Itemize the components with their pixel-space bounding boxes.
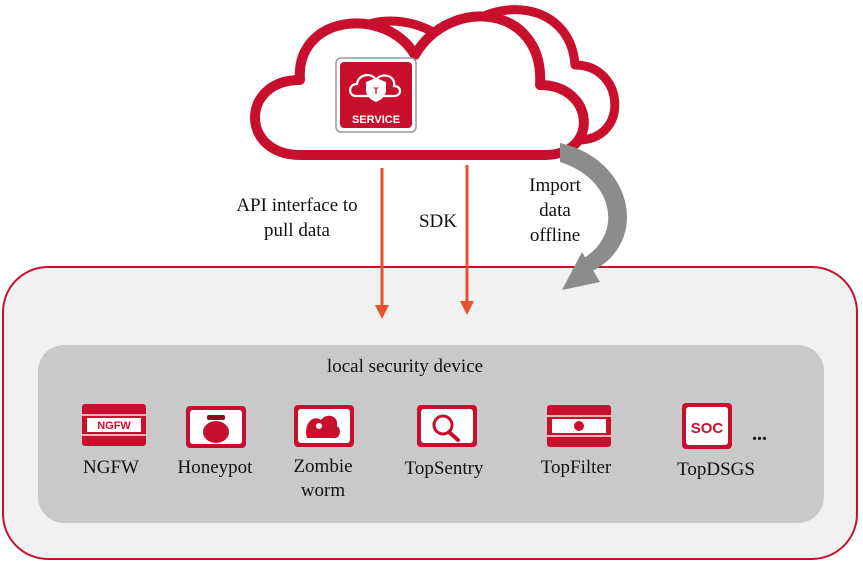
svg-text:SOC: SOC bbox=[691, 420, 724, 437]
ngfw-icon: NGFW bbox=[82, 404, 146, 446]
more-devices-ellipsis: ... bbox=[752, 423, 767, 445]
device-label-ngfw: NGFW bbox=[83, 457, 139, 478]
sdk-label: SDK bbox=[418, 211, 457, 232]
svg-text:T: T bbox=[373, 86, 379, 96]
topsentry-icon bbox=[417, 405, 477, 447]
device-label-zombie-worm: Zombie worm bbox=[293, 456, 353, 501]
topfilter-icon bbox=[547, 405, 611, 447]
honeypot-icon bbox=[186, 406, 246, 448]
device-label-topsentry: TopSentry bbox=[404, 458, 484, 479]
device-label-topdsgs: TopDSGS bbox=[677, 459, 755, 480]
device-label-topfilter: TopFilter bbox=[540, 457, 612, 478]
api-interface-label: API interface to pull data bbox=[236, 195, 358, 241]
import-offline-arrow bbox=[560, 143, 628, 290]
topdsgs-icon: SOC bbox=[682, 403, 732, 449]
svg-text:NGFW: NGFW bbox=[97, 420, 131, 432]
service-badge: T SERVICE bbox=[335, 57, 417, 133]
service-label: SERVICE bbox=[352, 114, 400, 126]
device-label-honeypot: Honeypot bbox=[177, 457, 253, 478]
zombie-worm-icon bbox=[294, 405, 354, 447]
panel-title: local security device bbox=[326, 356, 484, 377]
import-offline-label: Import data offline bbox=[529, 175, 581, 246]
